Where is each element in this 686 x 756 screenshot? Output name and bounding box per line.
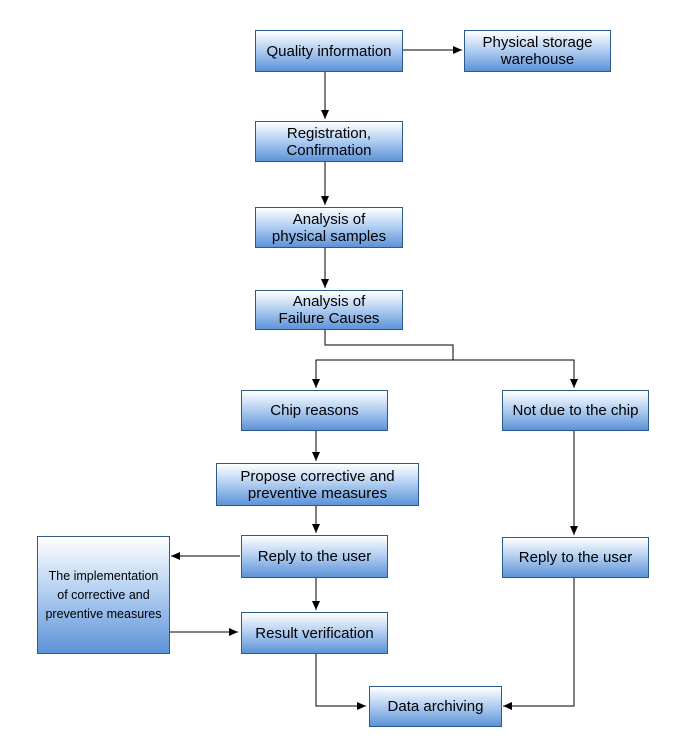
node-reply-user-right: Reply to the user bbox=[502, 537, 649, 578]
node-propose-measures: Propose corrective and preventive measur… bbox=[216, 463, 419, 506]
node-physical-storage-warehouse: Physical storage warehouse bbox=[464, 30, 611, 72]
node-result-verification: Result verification bbox=[241, 612, 388, 654]
node-reply-user-left: Reply to the user bbox=[241, 535, 388, 578]
node-analysis-failure-causes: Analysis of Failure Causes bbox=[255, 290, 403, 330]
arrow-split-to-not-chip bbox=[453, 359, 578, 388]
arrow-verification-to-archiving bbox=[315, 654, 366, 710]
node-analysis-physical-samples: Analysis of physical samples bbox=[255, 207, 403, 248]
node-implementation-measures: The implementation of corrective and pre… bbox=[37, 536, 170, 654]
node-chip-reasons: Chip reasons bbox=[241, 390, 388, 431]
node-not-due-to-chip: Not due to the chip bbox=[502, 390, 649, 431]
node-quality-information: Quality information bbox=[255, 30, 403, 72]
arrow-reply-right-to-archiving bbox=[503, 578, 575, 710]
node-registration-confirmation: Registration, Confirmation bbox=[255, 121, 403, 162]
arrow-split-to-chip-reasons bbox=[312, 359, 453, 388]
node-data-archiving: Data archiving bbox=[369, 686, 502, 727]
arrow-causes-split bbox=[324, 330, 454, 360]
